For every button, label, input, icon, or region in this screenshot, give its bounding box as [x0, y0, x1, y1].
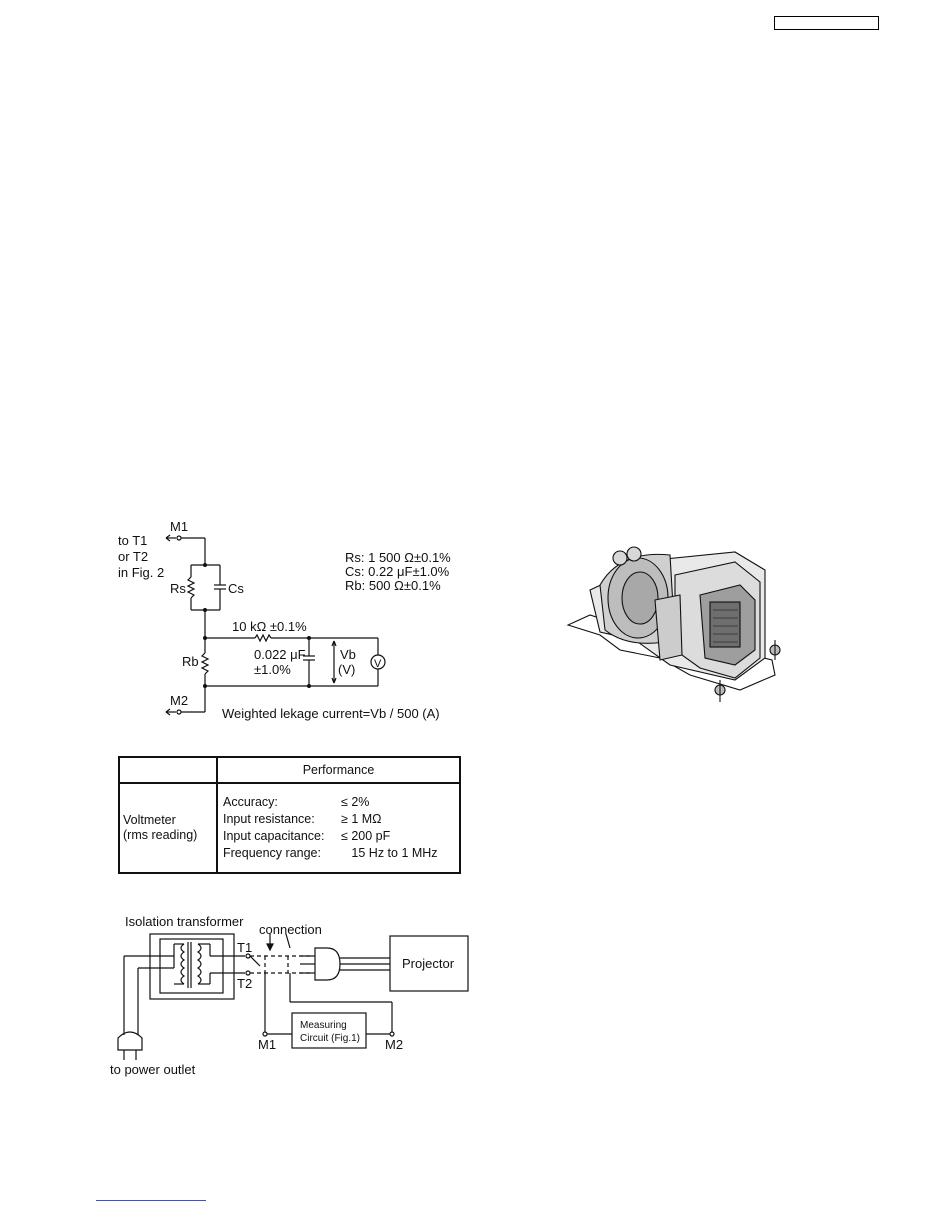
lamp-unit-illustration — [566, 546, 781, 702]
in-fig2-label: in Fig. 2 — [118, 565, 164, 580]
meter-type-line2: (rms reading) — [123, 828, 198, 842]
spec-value: ≥ 1 MΩ — [341, 812, 382, 826]
t1-label: T1 — [237, 940, 252, 955]
or-t2-label: or T2 — [118, 549, 148, 564]
measuring-circuit-diagram: M1 to T1 or T2 in Fig. 2 Rs Cs 10 kΩ ±0.… — [118, 519, 451, 721]
footer-link-underline[interactable] — [96, 1200, 206, 1201]
vb-label: Vb — [340, 647, 356, 662]
rb-spec: Rb: 500 Ω±0.1% — [345, 578, 441, 593]
table-header-performance: Performance — [216, 756, 461, 784]
spec-label: Input capacitance: — [223, 829, 325, 843]
m1-label: M1 — [258, 1037, 276, 1052]
leakage-formula: Weighted lekage current=Vb / 500 (A) — [222, 706, 440, 721]
to-t1-label: to T1 — [118, 533, 147, 548]
meter-type-cell: Voltmeter (rms reading) — [118, 782, 218, 874]
spec-label: Input resistance: — [223, 812, 315, 826]
performance-cell: Accuracy: ≤ 2% Input resistance: ≥ 1 MΩ … — [216, 782, 461, 874]
rb-label: Rb — [182, 654, 199, 669]
measuring-circuit-line2: Circuit (Fig.1) — [300, 1033, 360, 1044]
model-number-box — [774, 16, 879, 30]
spec-value: ≤ 2% — [341, 795, 370, 809]
m2-label: M2 — [385, 1037, 403, 1052]
capacitor-tolerance-label: ±1.0% — [254, 662, 291, 677]
test-setup-diagram: Isolation transformer connection T1 T2 P… — [110, 914, 469, 1077]
vb-unit-label: (V) — [338, 662, 355, 677]
table-row: Input resistance: ≥ 1 MΩ — [223, 811, 459, 828]
voltmeter-symbol: V — [374, 658, 382, 670]
meter-type-line1: Voltmeter — [123, 813, 176, 827]
cs-spec: Cs: 0.22 μF±1.0% — [345, 564, 450, 579]
connection-label: connection — [259, 922, 322, 937]
measuring-circuit-line1: Measuring — [300, 1020, 347, 1031]
spec-label: Frequency range: — [223, 846, 321, 860]
m2-terminal-label: M2 — [170, 693, 188, 708]
spec-value: ≤ 200 pF — [341, 829, 391, 843]
power-outlet-label: to power outlet — [110, 1062, 196, 1077]
isolation-transformer-label: Isolation transformer — [125, 914, 244, 929]
table-row: Accuracy: ≤ 2% — [223, 794, 459, 811]
voltmeter-spec-table: Performance Voltmeter (rms reading) Accu… — [118, 756, 461, 874]
table-header-empty — [118, 756, 218, 784]
capacitor-value-label: 0.022 μF — [254, 647, 306, 662]
projector-label: Projector — [402, 956, 455, 971]
resistor-10k-label: 10 kΩ ±0.1% — [232, 619, 307, 634]
spec-value: 15 Hz to 1 MHz — [341, 846, 438, 860]
rs-spec: Rs: 1 500 Ω±0.1% — [345, 550, 451, 565]
t2-label: T2 — [237, 976, 252, 991]
table-row: Frequency range: 15 Hz to 1 MHz — [223, 845, 459, 862]
spec-label: Accuracy: — [223, 795, 278, 809]
table-row: Input capacitance: ≤ 200 pF — [223, 828, 459, 845]
rs-label: Rs — [170, 581, 186, 596]
m1-terminal-label: M1 — [170, 519, 188, 534]
cs-label: Cs — [228, 581, 244, 596]
